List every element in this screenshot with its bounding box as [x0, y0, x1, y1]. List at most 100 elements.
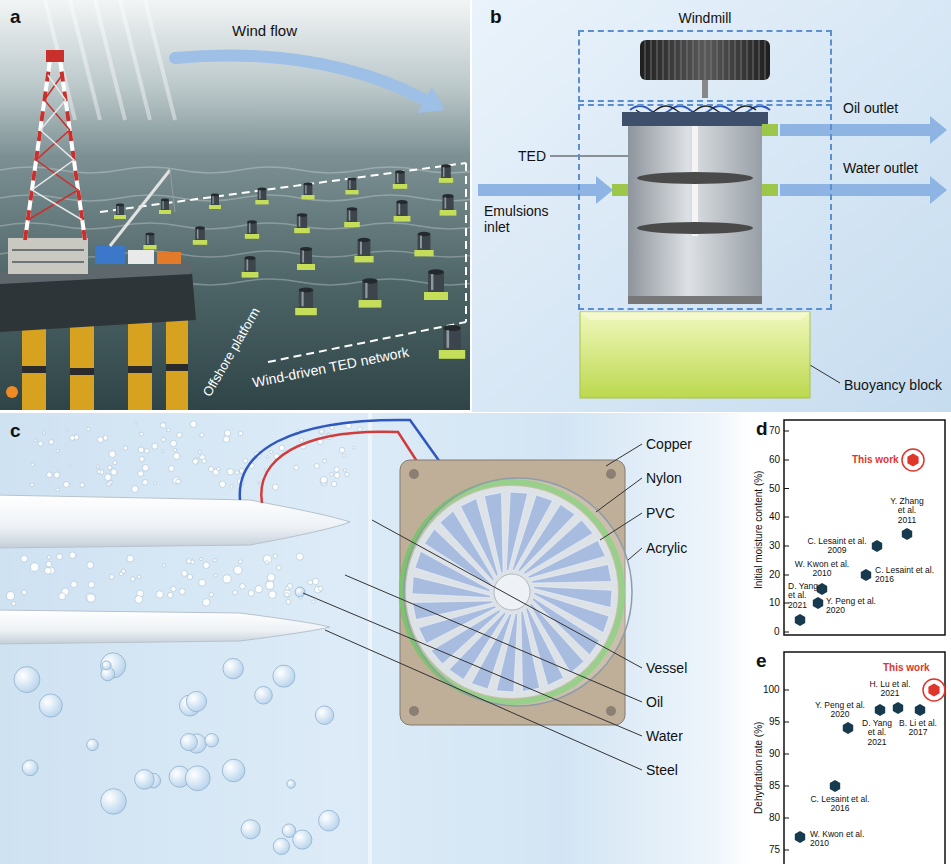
port-label: Emulsions inlet	[484, 203, 562, 235]
emulsion-droplet	[30, 563, 39, 572]
panel-letter: b	[490, 6, 502, 28]
offshore-platform	[22, 318, 46, 410]
data-point	[902, 449, 924, 471]
windmill	[640, 40, 770, 80]
emulsion-droplet	[123, 446, 127, 450]
ted-unit	[348, 177, 357, 180]
emulsion-droplet	[12, 602, 16, 606]
tick-label: 50	[769, 483, 780, 495]
data-point	[893, 702, 903, 714]
emulsion-droplet	[270, 450, 273, 453]
leader-line	[606, 444, 642, 466]
ted-unit	[439, 178, 453, 183]
emulsion-droplet	[97, 437, 103, 443]
emulsion-droplet	[205, 733, 219, 747]
offshore-platform	[12, 261, 84, 263]
ted-unit	[399, 203, 401, 214]
emulsion-droplet	[240, 584, 246, 590]
sea-scene	[95, 0, 125, 120]
ted-unit	[209, 205, 221, 209]
data-point	[795, 614, 805, 626]
dashed-frame: TED	[578, 104, 832, 310]
ted-unit	[255, 200, 268, 204]
tick-label: 60	[769, 454, 780, 466]
ted-unit	[418, 234, 431, 250]
port-label: Water outlet	[843, 160, 918, 176]
point-label: C. Lesaint et al. 2016	[807, 795, 873, 814]
emulsion-droplet	[345, 472, 349, 476]
emulsion-droplet	[176, 479, 181, 484]
data-point	[872, 540, 882, 552]
ted-unit	[300, 247, 312, 251]
offshore-platform	[166, 315, 188, 410]
emulsion-droplet	[358, 427, 362, 431]
axis-tick	[784, 488, 789, 489]
ted-unit	[304, 182, 313, 185]
ted-unit	[211, 195, 219, 205]
emulsion-droplet	[38, 441, 43, 446]
offshore-platform	[170, 170, 175, 212]
sea-scene	[0, 195, 480, 201]
flow-arrow	[930, 116, 947, 144]
emulsion-droplet	[269, 591, 277, 599]
ted-unit	[345, 190, 358, 194]
emulsion-droplet	[315, 706, 333, 724]
ted-vessel	[628, 126, 762, 298]
ted-disc	[409, 469, 419, 479]
electrode-wire	[261, 432, 420, 503]
tick-label: 30	[769, 540, 780, 552]
panel-letter: d	[756, 418, 768, 440]
emulsion-droplet	[312, 600, 315, 603]
emulsion-droplet	[46, 561, 52, 567]
ted-unit	[304, 184, 313, 195]
panel-letter: a	[10, 6, 21, 28]
leader-line	[372, 520, 642, 668]
emulsion-droplet	[39, 694, 62, 717]
ted-unit	[396, 200, 407, 204]
ted-unit	[358, 238, 371, 242]
ted-unit	[431, 274, 433, 290]
emulsion-droplet	[160, 423, 165, 428]
emulsion-droplet	[273, 554, 277, 558]
emulsion-droplet	[276, 565, 281, 570]
emulsion-droplet	[181, 570, 187, 576]
ted-unit	[242, 272, 259, 278]
emulsion-droplet	[321, 476, 328, 483]
emulsion-droplet	[162, 450, 165, 453]
part-label: Acrylic	[646, 540, 687, 556]
buoyancy-block	[580, 312, 810, 398]
emulsion-droplet	[213, 559, 216, 562]
point-label: C. Lesaint et al. 2009	[805, 537, 869, 556]
tick-label: 10	[769, 597, 780, 609]
offshore-platform	[8, 238, 88, 274]
emulsion-droplet	[190, 421, 196, 427]
ted-unit	[348, 179, 357, 190]
ted-unit	[118, 206, 119, 214]
ted-unit	[442, 196, 453, 210]
data-point	[817, 583, 827, 595]
offshore-platform	[128, 318, 152, 410]
emulsion-droplet	[138, 471, 144, 477]
flow-arrow	[780, 124, 930, 136]
point-label: D. Yang et al. 2021	[860, 719, 894, 747]
emulsion-droplet	[323, 459, 327, 463]
ted-unit	[116, 204, 124, 207]
emulsion-droplet	[167, 592, 173, 598]
emulsion-droplet	[234, 566, 242, 574]
offshore-platform	[70, 368, 94, 375]
ted-vessel	[637, 172, 753, 184]
ted-unit	[447, 330, 450, 348]
device-panel	[472, 0, 951, 412]
emulsion-droplet	[202, 459, 207, 464]
emulsion-droplet	[49, 440, 54, 445]
emulsion-droplet	[174, 448, 177, 451]
emulsion-droplet	[227, 469, 233, 475]
emulsion-droplet	[171, 586, 176, 591]
emulsion-droplet	[169, 466, 175, 472]
data-point	[795, 831, 805, 843]
wind-arrow	[418, 87, 445, 113]
ted-unit	[443, 167, 444, 177]
emulsion-droplet	[193, 459, 199, 465]
emulsion-droplet	[308, 580, 313, 585]
